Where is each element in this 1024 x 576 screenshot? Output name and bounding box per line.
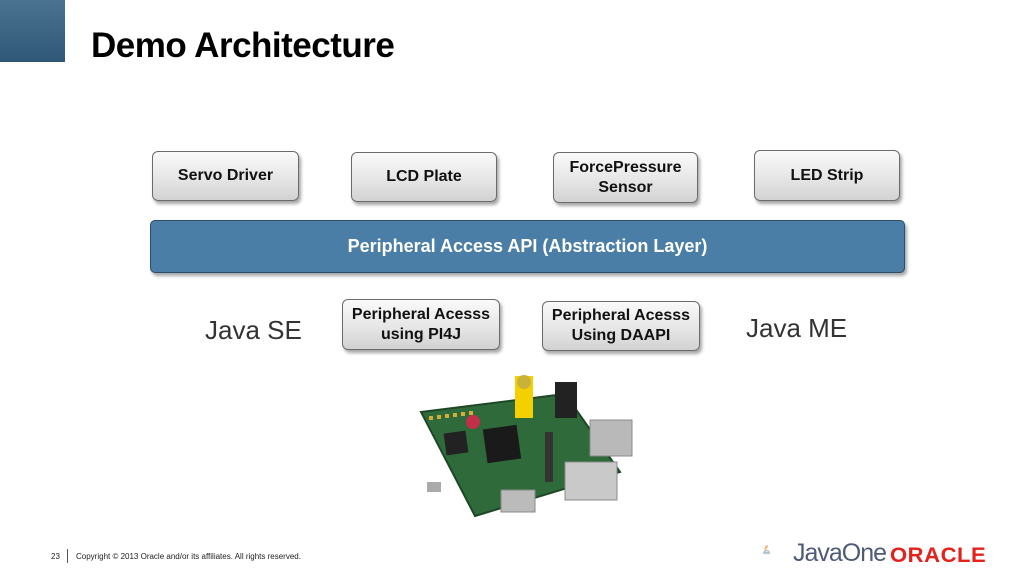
copyright-text: Copyright © 2013 Oracle and/or its affil… bbox=[76, 552, 301, 561]
oracle-logo: ORACLE bbox=[890, 544, 987, 567]
page-number: 23 bbox=[51, 552, 60, 561]
raspberry-pi-board-image bbox=[419, 375, 633, 518]
impl-box-daapi: Peripheral Acesss Using DAAPI bbox=[542, 301, 700, 351]
device-box-lcd-plate: LCD Plate bbox=[351, 152, 497, 202]
java-cup-logo-icon bbox=[763, 544, 770, 555]
slide-title: Demo Architecture bbox=[91, 26, 395, 65]
corner-accent bbox=[0, 0, 65, 62]
device-box-servo-driver: Servo Driver bbox=[152, 151, 299, 201]
api-layer-bar: Peripheral Access API (Abstraction Layer… bbox=[150, 220, 905, 273]
device-box-force-pressure-sensor: ForcePressure Sensor bbox=[553, 152, 698, 203]
platform-label-java-me: Java ME bbox=[746, 313, 848, 343]
platform-label-java-se: Java SE bbox=[205, 315, 302, 345]
device-box-led-strip: LED Strip bbox=[754, 150, 900, 201]
impl-box-pi4j: Peripheral Acesss using PI4J bbox=[342, 299, 500, 350]
footer-separator bbox=[67, 549, 68, 563]
javaone-logo: JavaOne bbox=[793, 539, 887, 567]
